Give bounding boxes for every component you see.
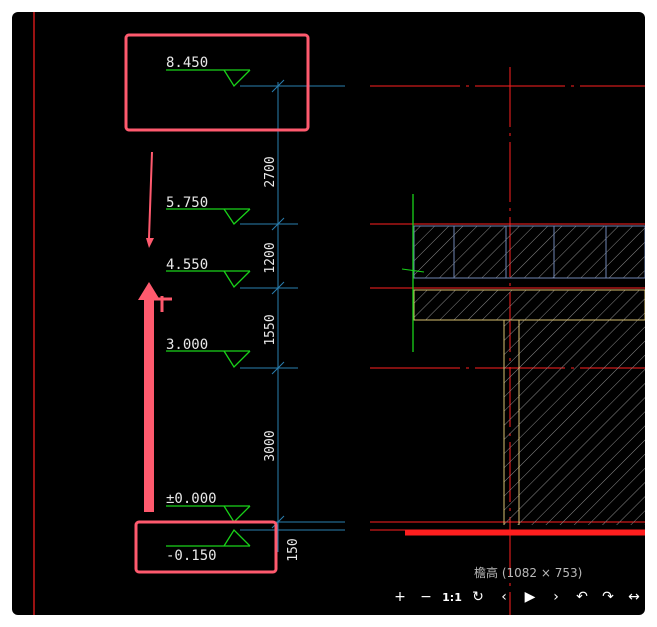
elevation-label-4550: 4.550 — [166, 257, 208, 273]
elevation-label-neg150: -0.150 — [166, 548, 217, 564]
arrow-down — [146, 152, 154, 248]
annotation-box-bottom — [134, 520, 278, 574]
rotate-button[interactable]: ↻ — [472, 589, 484, 605]
elevation-symbol — [166, 505, 251, 524]
dimension-label: 150 — [286, 538, 301, 561]
zoom-out-button[interactable]: − — [420, 589, 432, 605]
dimension-line — [240, 79, 345, 552]
elevation-label-3000: 3.000 — [166, 337, 208, 353]
dimension-label: 1550 — [263, 314, 278, 345]
crosshair-cursor — [154, 296, 172, 312]
image-caption: 檐高 (1082 × 753) — [474, 566, 583, 580]
elevation-symbol — [166, 270, 251, 289]
dimension-label: 1200 — [263, 242, 278, 273]
elevation-labels: 8.450 5.750 4.550 3.000 ±0.000 -0.150 — [166, 55, 217, 564]
elevation-symbol — [166, 208, 251, 225]
elevation-label-8450: 8.450 — [166, 55, 208, 71]
elevation-symbol — [166, 350, 251, 369]
zoom-in-button[interactable]: + — [394, 589, 406, 605]
fit-width-button[interactable]: ↔ — [628, 589, 640, 605]
undo-button[interactable]: ↶ — [576, 589, 588, 605]
elevation-label-0000: ±0.000 — [166, 491, 217, 507]
actual-size-button[interactable]: 1:1 — [442, 590, 462, 604]
image-viewer: 2700 1200 1550 3000 150 — [12, 12, 645, 615]
annotation-arrows — [138, 152, 160, 512]
elevation-symbol — [166, 528, 251, 547]
prev-button[interactable]: ‹ — [501, 589, 507, 605]
play-button[interactable]: ▶ — [524, 589, 536, 605]
redo-button[interactable]: ↷ — [602, 589, 614, 605]
dimension-labels: 2700 1200 1550 3000 150 — [263, 156, 301, 561]
viewer-toolbar: + − 1:1 ↻ ‹ ▶ › ↶ ↷ ↔ — [387, 587, 645, 607]
annotation-box-top — [124, 33, 310, 132]
slab-section — [413, 225, 645, 321]
arrow-up — [138, 282, 160, 512]
dimension-label: 2700 — [263, 156, 278, 187]
elevation-symbol — [166, 69, 251, 88]
elevation-markers — [166, 69, 251, 547]
column-section — [414, 319, 645, 525]
next-button[interactable]: › — [553, 589, 559, 605]
elevation-label-5750: 5.750 — [166, 195, 208, 211]
dimension-label: 3000 — [263, 430, 278, 461]
cad-drawing: 2700 1200 1550 3000 150 — [33, 12, 645, 615]
annotation-overlay — [124, 33, 310, 574]
